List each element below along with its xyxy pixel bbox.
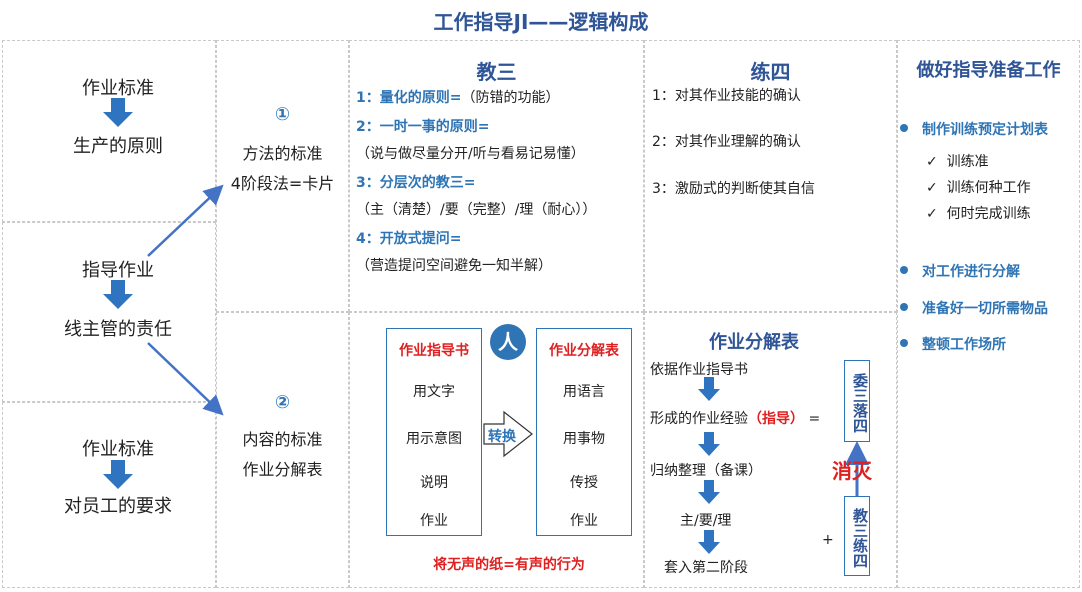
jiaosan-item1-label: 1：量化的原则=（防错的功能）: [356, 90, 560, 106]
method-line1: 方法的标准: [242, 144, 323, 163]
convert-footer: 将无声的纸=有声的行为: [433, 557, 585, 573]
prep-heading: 做好指导准备工作: [916, 60, 1061, 81]
bullet-dot-3: [900, 303, 908, 311]
col1-block2-bottom: 线主管的责任: [64, 319, 172, 340]
down-arrow-3: [103, 460, 133, 489]
check-icon: ✓: [926, 206, 938, 222]
breakdown-step4: 主/要/理: [680, 513, 732, 529]
content-line2: 作业分解表: [242, 460, 323, 479]
jiaosan-item1-note: （防错的功能）: [461, 90, 560, 106]
col1-block2-top: 指导作业: [82, 260, 154, 281]
breakdown-step5: 套入第二阶段: [664, 560, 748, 576]
cell-liansi: [644, 40, 897, 312]
col1-block3-bottom: 对员工的要求: [64, 496, 172, 517]
prep-check2: ✓ 训练何种工作: [926, 180, 1031, 196]
content-line1: 内容的标准: [242, 430, 323, 449]
content-number: ②: [274, 392, 291, 413]
jiaosan-item3-label: 3：分层次的教三=: [356, 175, 476, 191]
breakdown-step2: 形成的作业经验（指导） =: [650, 411, 821, 427]
prep-item4: 整顿工作场所: [922, 337, 1006, 353]
cell-col1-c: [2, 402, 216, 588]
jiaosan-item2-label: 2：一时一事的原则=: [356, 119, 490, 135]
liansi-heading: 练四: [750, 60, 791, 84]
prep-item2: 对工作进行分解: [922, 264, 1020, 280]
jiaosan-heading: 教三: [476, 60, 517, 84]
breakdown-box-item4: 作业: [570, 513, 598, 529]
connector-to-method: [147, 184, 224, 257]
col1-block3-top: 作业标准: [82, 439, 154, 460]
liansi-item3: 3：激励式的判断使其自信: [652, 181, 815, 197]
check-icon: ✓: [926, 154, 938, 170]
jiaosan-item3-note: （主（清楚）/要（完整）/理（耐心））: [356, 202, 597, 218]
step-arrow-3: [698, 480, 720, 504]
step-arrow-1: [698, 377, 720, 401]
diagram-title: 工作指导JI——逻辑构成: [433, 10, 649, 34]
prep-item1: 制作训练预定计划表: [922, 122, 1048, 138]
cell-col2-lower: [216, 312, 349, 588]
breakdown-box-item1: 用语言: [563, 384, 605, 400]
cell-prep: [897, 40, 1080, 588]
step-arrow-2: [698, 432, 720, 456]
manual-item1: 用文字: [413, 384, 455, 400]
jiaosan-item2-note: （说与做尽量分开/听与看易记易懂）: [356, 146, 585, 162]
breakdown-box-item2: 用事物: [563, 431, 605, 447]
eliminate-label: 消灭: [832, 459, 872, 483]
breakdown-step1: 依据作业指导书: [650, 362, 748, 378]
breakdown-heading: 作业分解表: [709, 332, 799, 353]
method-line2: 4阶段法=卡片: [230, 174, 335, 193]
connector-to-content: [147, 342, 224, 416]
plus-sign: +: [822, 532, 834, 548]
liansi-item2: 2：对其作业理解的确认: [652, 134, 801, 150]
prep-check1: ✓ 训练准: [926, 154, 989, 170]
manual-item2: 用示意图: [406, 431, 462, 447]
convert-arrow: [483, 410, 533, 458]
breakdown-box-item3: 传授: [570, 475, 598, 491]
down-arrow-1: [103, 98, 133, 127]
jiaosan-item4-note: （营造提问空间避免一知半解）: [356, 258, 552, 274]
cell-col1-b: [2, 222, 216, 402]
manual-item4: 作业: [420, 513, 448, 529]
method-number: ①: [274, 104, 291, 125]
col1-block1-top: 作业标准: [82, 78, 154, 99]
vbox-jiaosanliansi: 教三练四: [844, 496, 870, 576]
breakdown-step3: 归纳整理（备课）: [650, 463, 762, 479]
bullet-dot-2: [900, 266, 908, 274]
liansi-item1: 1：对其作业技能的确认: [652, 88, 801, 104]
cell-jiaosan: [349, 40, 644, 312]
manual-title: 作业指导书: [399, 343, 469, 359]
check-icon: ✓: [926, 180, 938, 196]
prep-check3: ✓ 何时完成训练: [926, 206, 1031, 222]
cell-col2-upper: [216, 40, 349, 312]
cell-breakdown: [644, 312, 897, 588]
breakdown-step2-red: （指导）: [748, 411, 804, 427]
person-icon: 人: [490, 324, 526, 360]
vbox-weisanluosi: 委三落四: [844, 360, 870, 442]
breakdown-box: [536, 328, 632, 536]
cell-col1-a: [2, 40, 216, 222]
prep-item3: 准备好一切所需物品: [922, 301, 1048, 317]
breakdown-box-title: 作业分解表: [549, 343, 619, 359]
bullet-dot-1: [900, 124, 908, 132]
col1-block1-bottom: 生产的原则: [73, 136, 163, 157]
jiaosan-item4-label: 4：开放式提问=: [356, 231, 462, 247]
step-arrow-4: [698, 530, 720, 554]
down-arrow-2: [103, 280, 133, 309]
manual-item3: 说明: [420, 475, 448, 491]
manual-box: [386, 328, 482, 536]
cell-convert: [349, 312, 644, 588]
convert-arrow-label: 转换: [488, 429, 516, 445]
bullet-dot-4: [900, 339, 908, 347]
